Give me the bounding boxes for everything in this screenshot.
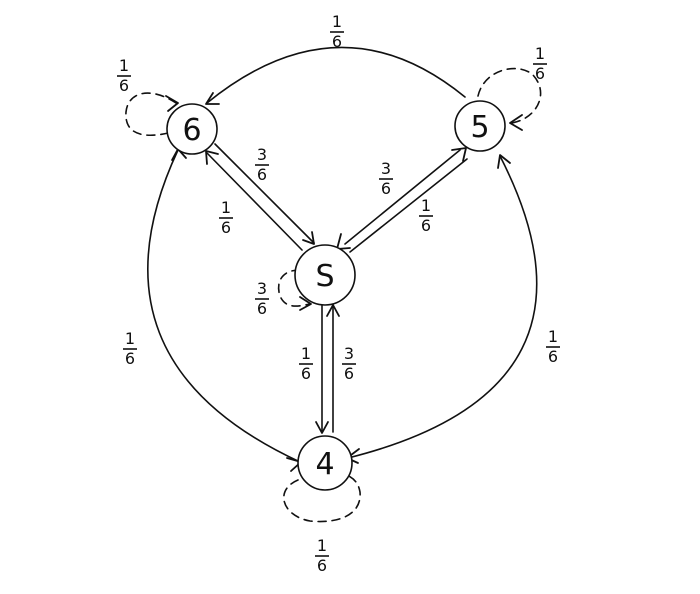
svg-text:6: 6: [125, 349, 135, 368]
svg-text:3: 3: [257, 145, 267, 164]
svg-text:6: 6: [301, 364, 311, 383]
node-five-circle: [454, 100, 506, 152]
svg-text:6: 6: [221, 218, 231, 237]
svg-text:6: 6: [381, 179, 391, 198]
svg-text:6: 6: [257, 165, 267, 184]
svg-text:6: 6: [119, 76, 129, 95]
svg-text:1: 1: [317, 536, 327, 555]
label-loop-s: 3 6: [255, 279, 269, 318]
arrowhead-six-top: [205, 92, 220, 105]
loop-six: [125, 92, 177, 137]
arrowhead-five-right: [497, 154, 511, 169]
edge-six-to-four: [147, 149, 301, 463]
svg-text:1: 1: [119, 56, 129, 75]
svg-text:6: 6: [332, 32, 342, 51]
arrowhead-five-from-s: [451, 147, 467, 162]
svg-text:6: 6: [421, 216, 431, 235]
svg-text:3: 3: [381, 159, 391, 178]
edge-five-to-six: [206, 46, 466, 104]
svg-text:1: 1: [125, 329, 135, 348]
label-four-five: 1 6: [546, 327, 560, 366]
loop-s: [277, 269, 311, 307]
node-four-label: 4: [315, 447, 334, 482]
node-s-label: S: [315, 259, 334, 294]
svg-text:1: 1: [221, 198, 231, 217]
node-s-circle: [294, 244, 356, 306]
svg-text:1: 1: [301, 344, 311, 363]
edge-s-to-five: [349, 158, 468, 253]
label-five-s: 1 6: [419, 196, 433, 235]
node-six-circle: [166, 103, 218, 155]
label-four-s: 1 6: [299, 344, 313, 383]
node-five-label: 5: [470, 110, 489, 145]
edge-four-to-five: [347, 155, 538, 459]
node-four-circle: [297, 435, 353, 491]
arrowhead-loop-s: [299, 296, 312, 311]
svg-text:6: 6: [344, 364, 354, 383]
arrowhead-six-from-s: [205, 150, 219, 165]
svg-text:1: 1: [332, 12, 342, 31]
svg-text:1: 1: [535, 44, 545, 63]
edge-six-to-s: [214, 143, 315, 244]
label-loop-six: 1 6: [117, 56, 131, 95]
svg-text:3: 3: [344, 344, 354, 363]
label-s-five: 3 6: [379, 159, 393, 198]
edge-five-to-s: [344, 149, 461, 245]
arrowhead-s-from-four: [326, 304, 340, 317]
label-s-six: 1 6: [219, 198, 233, 237]
label-five-six: 1 6: [330, 12, 344, 51]
arrowhead-s-from-six: [302, 231, 315, 245]
arrowhead-four-from-s: [315, 421, 329, 434]
loop-five: [477, 67, 542, 124]
loop-four: [282, 473, 361, 523]
svg-text:1: 1: [421, 196, 431, 215]
node-six-label: 6: [182, 113, 201, 148]
label-s-four: 3 6: [342, 344, 356, 383]
svg-text:3: 3: [257, 279, 267, 298]
arrowhead-loop-six: [165, 95, 179, 112]
svg-text:1: 1: [548, 327, 558, 346]
label-loop-five: 1 6: [533, 44, 547, 83]
label-six-s: 3 6: [255, 145, 269, 184]
svg-text:6: 6: [257, 299, 267, 318]
label-loop-four: 1 6: [315, 536, 329, 575]
edge-s-to-six: [206, 152, 303, 251]
label-six-four: 1 6: [123, 329, 137, 368]
arrowhead-loop-five: [509, 114, 523, 131]
svg-text:6: 6: [548, 347, 558, 366]
svg-text:6: 6: [317, 556, 327, 575]
svg-text:6: 6: [535, 64, 545, 83]
